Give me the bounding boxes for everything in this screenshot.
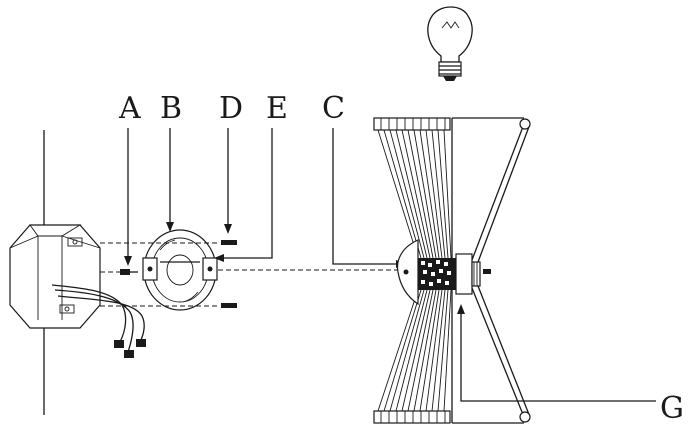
fixture-arms (452, 117, 531, 424)
fixture-canopy (396, 239, 419, 306)
screw-d-lower (221, 303, 237, 308)
label-g: G (660, 391, 684, 426)
fixture-hub (418, 253, 491, 295)
screw-d-upper (221, 240, 237, 245)
label-d: D (219, 91, 243, 126)
screw-a (120, 269, 138, 275)
leader-d (224, 128, 232, 234)
junction-box (9, 224, 101, 329)
leader-a (124, 128, 132, 266)
mounting-plate (142, 229, 218, 311)
label-c: C (322, 91, 345, 126)
label-b: B (160, 91, 182, 126)
light-bulb-icon (427, 6, 473, 81)
label-e: E (266, 91, 288, 126)
leader-e (214, 128, 273, 262)
label-a: A (118, 91, 141, 126)
supply-wires (51, 284, 146, 358)
leader-b (166, 128, 174, 232)
leader-g (457, 304, 656, 402)
